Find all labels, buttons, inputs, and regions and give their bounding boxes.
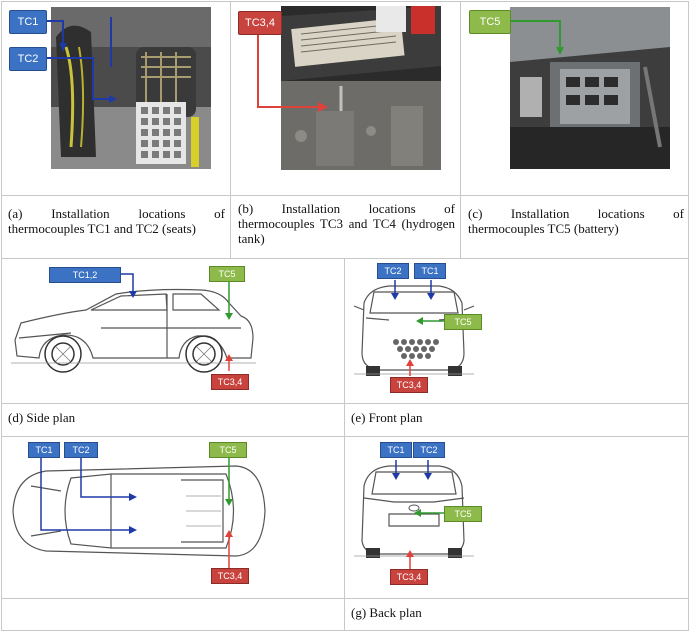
caption-e: (e) Front plan [351, 410, 423, 425]
caption-c: (c) Installation locations of thermocoup… [468, 206, 684, 236]
battery-arrow [510, 20, 564, 55]
table-border-left [1, 1, 2, 631]
tag-tc5-top: TC5 [209, 442, 247, 458]
tag-tc34-back: TC3,4 [390, 569, 428, 585]
table-border-right [688, 1, 689, 631]
tank-arrow [257, 35, 328, 112]
caption-a: (a) Installation locations of thermocoup… [8, 206, 225, 236]
top-plan-drawing [12, 458, 266, 568]
caption-g: (g) Back plan [351, 605, 422, 620]
tag-tc34-side: TC3,4 [211, 374, 249, 390]
seat-arrows [47, 20, 117, 103]
row-divider-1 [1, 195, 689, 196]
tag-tc5-side: TC5 [209, 266, 245, 282]
table-border-bottom [1, 630, 689, 631]
tag-tc34-front: TC3,4 [390, 377, 428, 393]
caption-b: (b) Installation locations of thermocoup… [238, 201, 455, 246]
table-border-top [1, 1, 689, 2]
tag-tc2-top: TC2 [64, 442, 98, 458]
row-divider-3 [1, 403, 689, 404]
tag-tc12-side: TC1,2 [49, 267, 121, 283]
row-divider-5 [1, 598, 689, 599]
tag-tc1-front: TC1 [414, 263, 446, 279]
tag-tc2-back: TC2 [413, 442, 445, 458]
tag-tc1-back: TC1 [380, 442, 412, 458]
tag-tc5-back: TC5 [444, 506, 482, 522]
caption-d: (d) Side plan [8, 410, 76, 425]
tag-tc5-front: TC5 [444, 314, 482, 330]
row-divider-2 [1, 258, 689, 259]
tag-tc34-photo: TC3,4 [238, 11, 282, 35]
tag-tc5-photo: TC5 [469, 10, 511, 34]
tag-tc2-front: TC2 [377, 263, 409, 279]
tag-tc2: TC2 [9, 47, 47, 71]
tag-tc34-top: TC3,4 [211, 568, 249, 584]
back-plan-drawing [354, 460, 474, 569]
side-plan-drawing [11, 273, 256, 373]
tag-tc1: TC1 [9, 10, 47, 34]
tag-tc1-top: TC1 [28, 442, 60, 458]
col-divider-2 [460, 1, 461, 258]
col-divider-1 [230, 1, 231, 258]
col-divider-3 [344, 258, 345, 631]
hydrogen-tank-photo [281, 6, 441, 170]
row-divider-4 [1, 436, 689, 437]
